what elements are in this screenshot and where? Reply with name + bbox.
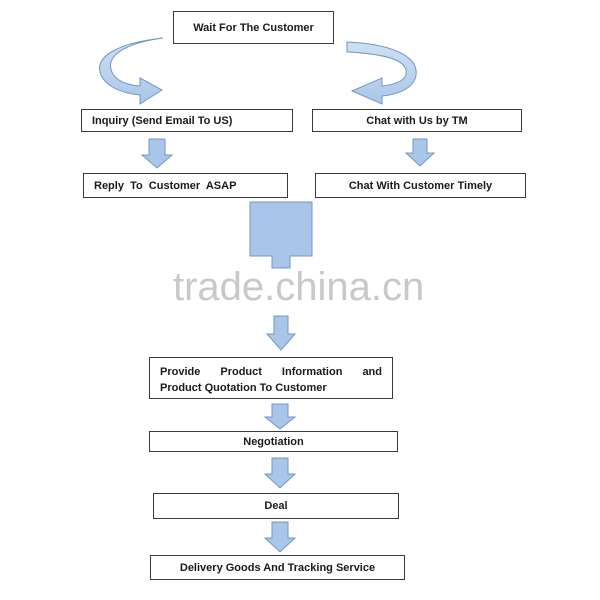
- large-callout-arrow-icon: [249, 201, 313, 269]
- provide-info-line-1: Provide Product Information and: [160, 366, 382, 378]
- inquiry-label: Inquiry (Send Email To US): [92, 114, 233, 127]
- chat-timely-label: Chat With Customer Timely: [348, 179, 493, 192]
- deal-label: Deal: [264, 500, 288, 512]
- deal-box: Deal: [153, 493, 399, 519]
- delivery-box: Delivery Goods And Tracking Service: [150, 555, 405, 580]
- curved-arrow-left-icon: [99, 37, 164, 105]
- delivery-label: Delivery Goods And Tracking Service: [179, 561, 376, 574]
- watermark: trade.china.cn: [173, 265, 425, 309]
- provide-info-box: Provide Product Information and Product …: [149, 357, 393, 399]
- down-arrow-icon: [263, 457, 297, 489]
- inquiry-box: Inquiry (Send Email To US): [81, 109, 293, 132]
- down-arrow-icon: [263, 521, 297, 553]
- negotiation-box: Negotiation: [149, 431, 398, 452]
- down-arrow-icon: [404, 138, 436, 167]
- chat-with-us-box: Chat with Us by TM: [312, 109, 522, 132]
- down-arrow-icon: [140, 138, 174, 169]
- wait-for-customer-box: Wait For The Customer: [173, 11, 334, 44]
- wait-for-customer-label: Wait For The Customer: [193, 21, 314, 34]
- down-arrow-icon: [265, 315, 297, 351]
- negotiation-label: Negotiation: [243, 435, 304, 448]
- curved-arrow-right-icon: [346, 41, 417, 105]
- chat-timely-box: Chat With Customer Timely: [315, 173, 526, 198]
- reply-label: Reply To Customer ASAP: [94, 179, 237, 192]
- reply-box: Reply To Customer ASAP: [83, 173, 288, 198]
- chat-with-us-label: Chat with Us by TM: [366, 114, 468, 127]
- down-arrow-icon: [263, 403, 297, 430]
- provide-info-line-2: Product Quotation To Customer: [160, 382, 327, 394]
